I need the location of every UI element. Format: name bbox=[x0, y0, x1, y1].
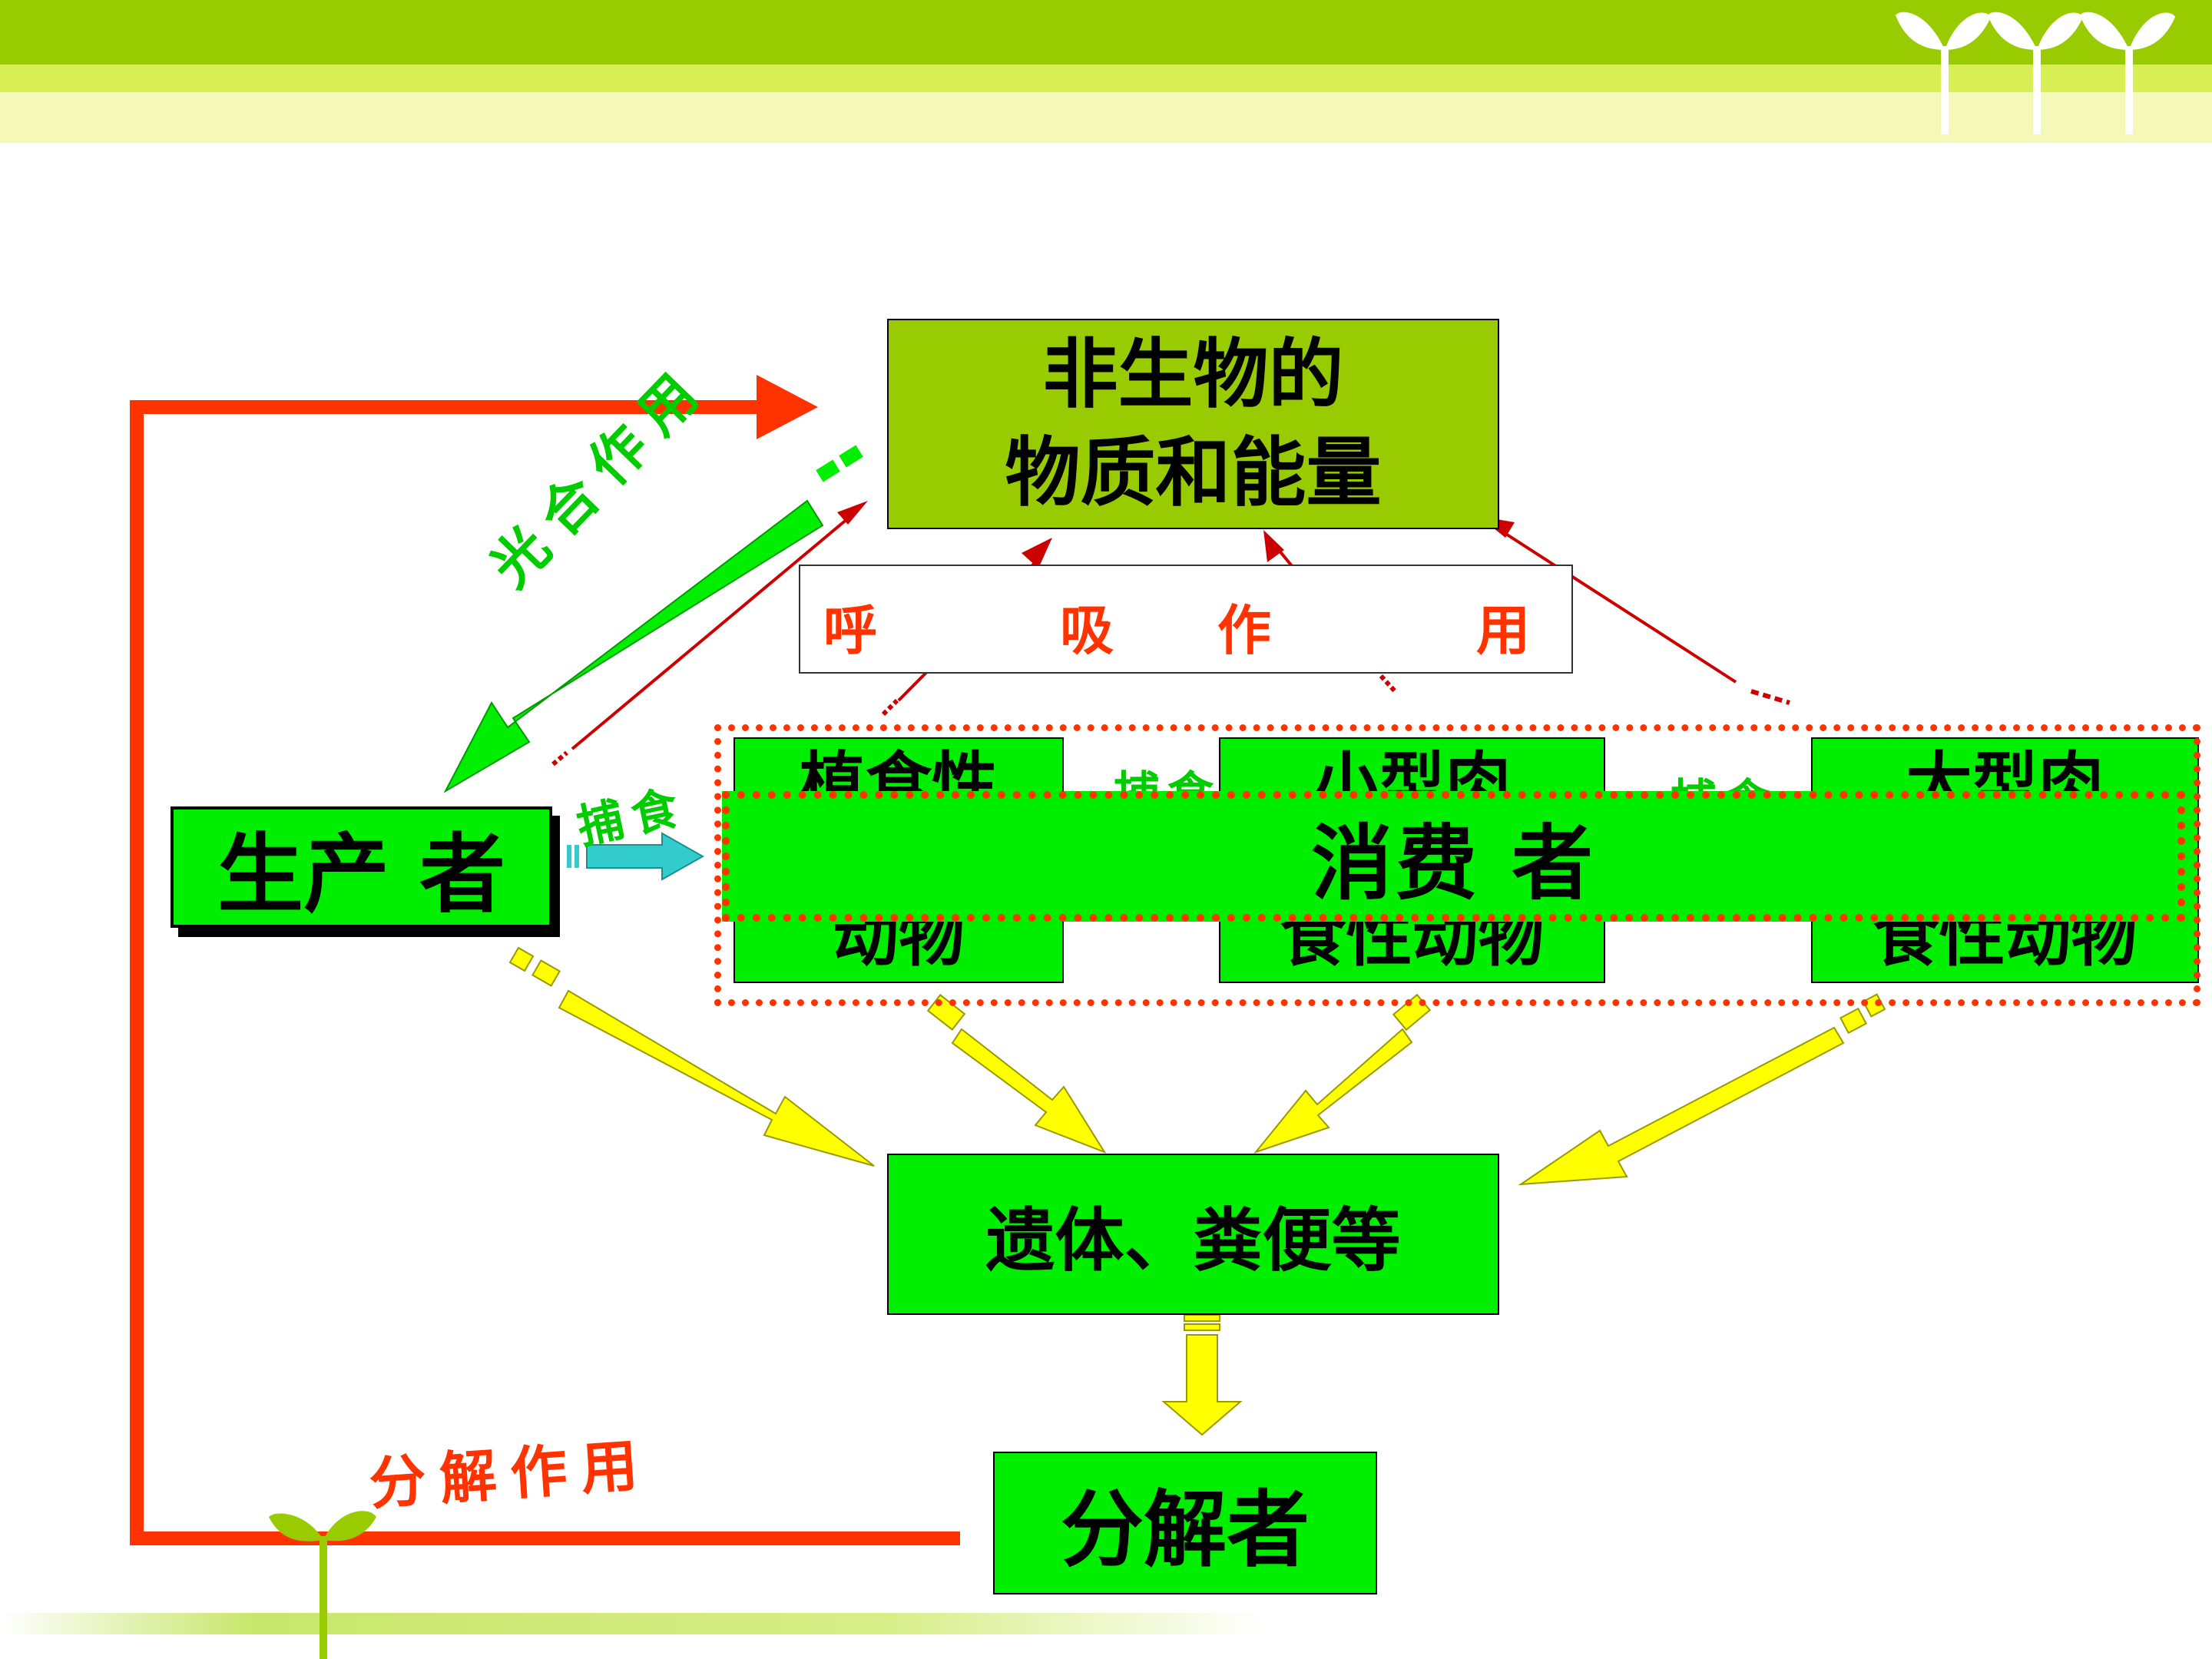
remains-arrow-large-carnivore bbox=[1518, 993, 1886, 1186]
predation-arrow bbox=[567, 832, 705, 881]
remains-arrow-small-carnivore bbox=[1253, 993, 1432, 1154]
photosynthesis-arrow bbox=[443, 445, 863, 793]
sprout-icon bbox=[2080, 12, 2175, 134]
consumer-group-frame bbox=[714, 724, 2200, 1006]
remains-arrow-producer bbox=[508, 946, 875, 1167]
consumers-group-bar: 消费 者 bbox=[722, 791, 2185, 922]
header-band-light bbox=[0, 92, 2212, 143]
respiration-char-3: 作 bbox=[1217, 598, 1271, 662]
remains-to-decomposer-arrow bbox=[1161, 1314, 1243, 1436]
sprout-icon bbox=[1896, 12, 1991, 134]
sprout-icon bbox=[269, 1511, 376, 1659]
remains-box: 遗体、粪便等 bbox=[887, 1154, 1499, 1315]
header-band-dark bbox=[0, 0, 2212, 65]
respiration-label-box bbox=[799, 565, 1573, 674]
abiotic-line2: 物质和能量 bbox=[1005, 429, 1382, 517]
abiotic-line1: 非生物的 bbox=[1042, 331, 1344, 419]
abiotic-matter-energy-box: 非生物的 物质和能量 bbox=[887, 319, 1499, 529]
respiration-char-4: 用 bbox=[1476, 598, 1530, 662]
decomposer-box: 分解者 bbox=[993, 1452, 1377, 1594]
respiration-char-2: 吸 bbox=[1060, 598, 1114, 662]
remains-arrow-herbivore bbox=[926, 994, 1107, 1154]
footer-band bbox=[0, 1613, 1267, 1634]
respiration-char-1: 呼 bbox=[823, 598, 877, 662]
producer-box: 生产 者 bbox=[171, 806, 552, 928]
header-band-mid bbox=[0, 65, 2212, 92]
respiration-arrow-producer bbox=[551, 501, 868, 767]
sprout-icon bbox=[1988, 12, 2083, 134]
decomposition-flow-arrow bbox=[130, 375, 960, 1545]
